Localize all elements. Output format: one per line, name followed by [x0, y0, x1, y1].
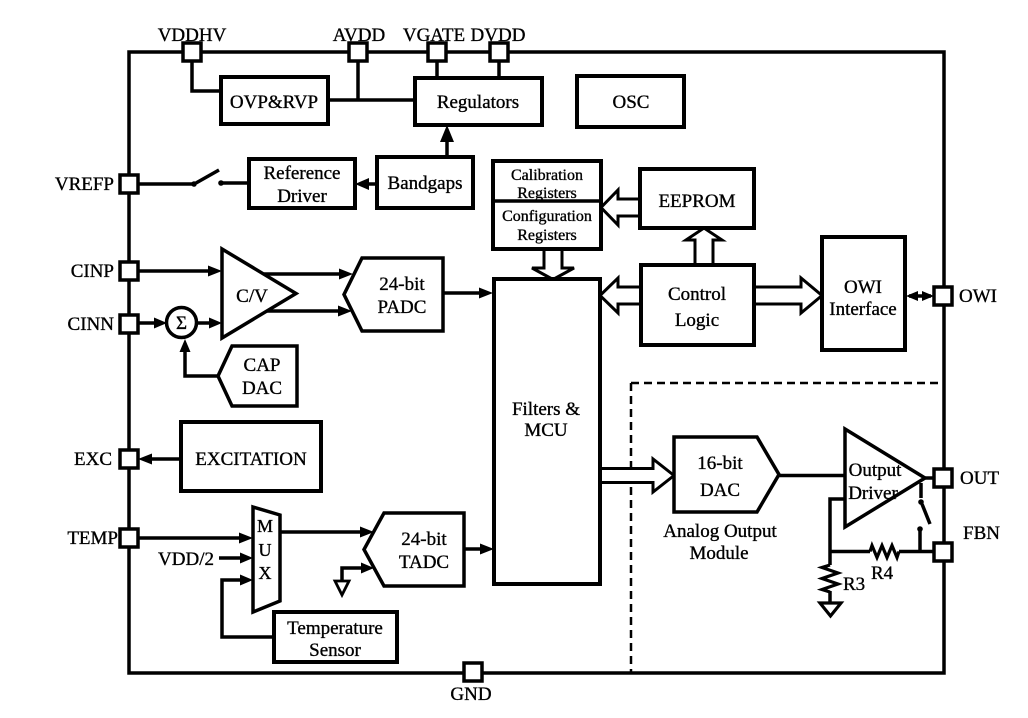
svg-text:MCU: MCU [524, 420, 568, 441]
svg-text:OUT: OUT [960, 468, 999, 489]
svg-text:OVP&RVP: OVP&RVP [230, 92, 318, 113]
svg-text:EXC: EXC [74, 449, 112, 470]
svg-text:Filters &: Filters & [512, 399, 580, 420]
svg-text:C/V: C/V [236, 286, 268, 307]
svg-text:TEMP: TEMP [67, 528, 118, 549]
svg-text:Registers: Registers [517, 185, 577, 202]
svg-text:EXCITATION: EXCITATION [195, 449, 307, 470]
svg-text:GND: GND [450, 684, 491, 705]
svg-text:DAC: DAC [700, 480, 740, 501]
svg-text:Analog Output: Analog Output [663, 521, 777, 542]
svg-text:Calibration: Calibration [511, 167, 583, 184]
svg-text:OSC: OSC [613, 92, 650, 113]
svg-text:Logic: Logic [675, 310, 719, 331]
svg-text:24-bit: 24-bit [379, 274, 425, 295]
svg-text:Driver: Driver [277, 186, 327, 207]
svg-text:U: U [259, 540, 272, 560]
svg-text:FBN: FBN [963, 523, 1000, 544]
svg-text:Sensor: Sensor [309, 640, 361, 661]
svg-text:VGATE: VGATE [403, 25, 465, 46]
svg-text:DAC: DAC [242, 378, 282, 399]
svg-text:Configuration: Configuration [502, 208, 592, 225]
svg-text:OWI: OWI [844, 277, 882, 298]
svg-text:Regulators: Regulators [437, 92, 519, 113]
svg-text:CAP: CAP [244, 355, 281, 376]
svg-text:VDD/2: VDD/2 [158, 549, 214, 570]
svg-text:Output: Output [849, 460, 903, 481]
svg-text:M: M [257, 516, 273, 536]
svg-text:16-bit: 16-bit [697, 453, 743, 474]
svg-text:Temperature: Temperature [287, 618, 383, 639]
svg-text:Bandgaps: Bandgaps [388, 173, 463, 194]
svg-text:Σ: Σ [176, 313, 187, 334]
svg-text:OWI: OWI [959, 286, 997, 307]
svg-text:AVDD: AVDD [333, 25, 385, 46]
svg-text:Registers: Registers [517, 227, 577, 244]
svg-text:Reference: Reference [264, 163, 341, 184]
svg-text:VDDHV: VDDHV [158, 25, 227, 46]
svg-text:CINP: CINP [71, 261, 114, 282]
svg-text:DVDD: DVDD [471, 25, 526, 46]
svg-text:Interface: Interface [829, 299, 897, 320]
svg-text:CINN: CINN [68, 314, 115, 335]
svg-text:TADC: TADC [399, 552, 449, 573]
svg-text:Driver: Driver [848, 483, 898, 504]
svg-text:24-bit: 24-bit [401, 529, 447, 550]
svg-text:X: X [259, 563, 272, 583]
svg-text:Module: Module [689, 543, 748, 564]
svg-text:Control: Control [668, 284, 726, 305]
svg-text:PADC: PADC [378, 297, 427, 318]
svg-text:VREFP: VREFP [55, 174, 114, 195]
svg-text:R3: R3 [843, 574, 865, 595]
svg-text:R4: R4 [871, 563, 894, 584]
svg-text:EEPROM: EEPROM [658, 191, 735, 212]
